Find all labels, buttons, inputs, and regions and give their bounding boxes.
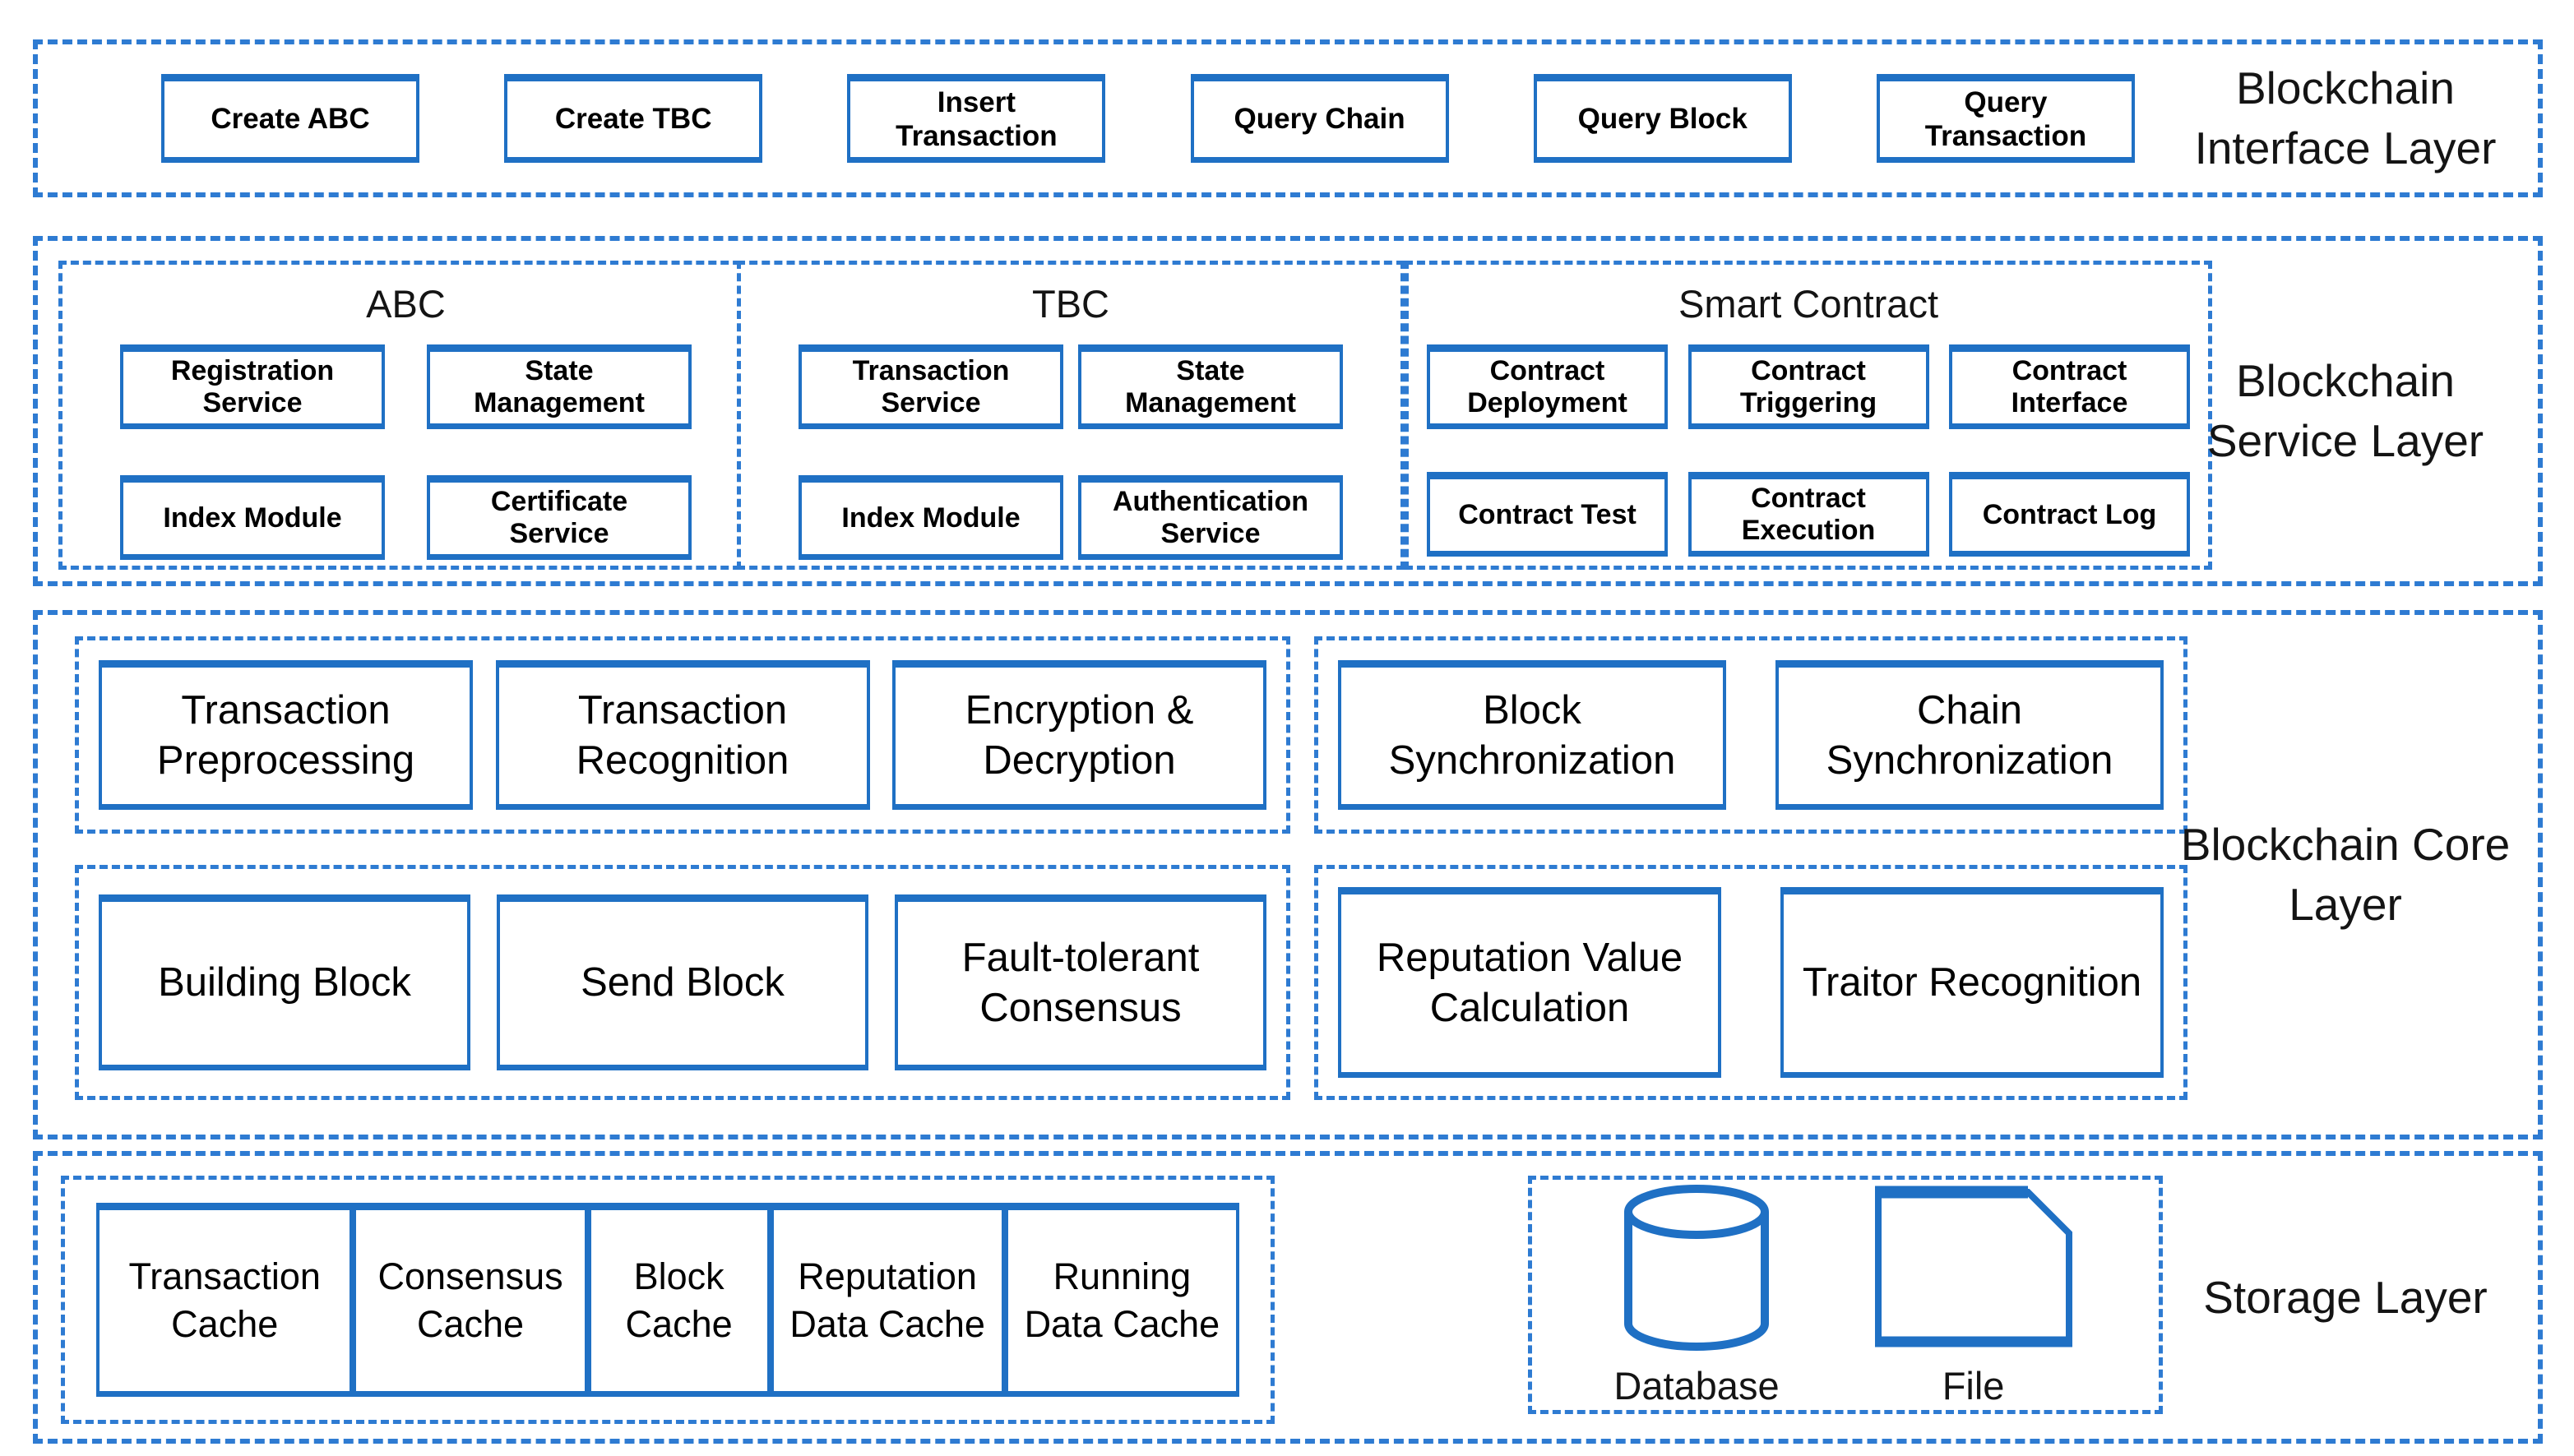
- box-block-synchronization: Block Synchronization: [1338, 660, 1726, 810]
- layer-label-storage: Storage Layer: [2203, 1271, 2488, 1323]
- layer-label-core: Blockchain Core Layer: [2180, 819, 2511, 930]
- layer-label-service: Blockchain Service Layer: [2206, 355, 2484, 466]
- box-transaction-recognition: Transaction Recognition: [495, 660, 870, 810]
- core-group-synchronization-row: Block Synchronization Chain Synchronizat…: [1318, 640, 2183, 830]
- box-create-abc: Create ABC: [161, 74, 419, 163]
- core-group-consensus: Building Block Send Block Fault-tolerant…: [75, 865, 1290, 1100]
- box-send-block: Send Block: [497, 894, 868, 1070]
- box-contract-deployment: Contract Deployment: [1427, 344, 1668, 429]
- layer-label-interface: Blockchain Interface Layer: [2194, 62, 2497, 173]
- group-title-tbc: TBC: [1032, 282, 1109, 326]
- storage-cache-group: Transaction Cache Consensus Cache Block …: [61, 1176, 1275, 1424]
- group-smart-contract: Smart Contract Contract Deployment Contr…: [1405, 261, 2212, 570]
- box-contract-log: Contract Log: [1949, 471, 2190, 557]
- layer-blockchain-service: ABC Registration Service State Managemen…: [33, 236, 2543, 586]
- box-building-block: Building Block: [99, 894, 470, 1070]
- group-tbc-grid: Transaction Service State Management Ind…: [741, 326, 1400, 560]
- group-smart-contract-grid: Contract Deployment Contract Triggering …: [1409, 326, 2208, 557]
- box-fault-tolerant-consensus: Fault-tolerant Consensus: [895, 894, 1266, 1070]
- box-tbc-state-management: State Management: [1078, 344, 1343, 429]
- box-consensus-cache: Consensus Cache: [353, 1203, 588, 1397]
- database-label: Database: [1613, 1363, 1780, 1407]
- box-contract-triggering: Contract Triggering: [1687, 344, 1929, 429]
- layer-blockchain-interface: Create ABC Create TBC Insert Transaction…: [33, 39, 2543, 197]
- layer-storage: Transaction Cache Consensus Cache Block …: [33, 1151, 2543, 1444]
- core-group-reputation: Reputation Value Calculation Traitor Rec…: [1314, 865, 2187, 1100]
- layer-blockchain-core: Transaction Preprocessing Transaction Re…: [33, 610, 2543, 1139]
- box-transaction-service: Transaction Service: [799, 344, 1063, 429]
- box-reputation-data-cache: Reputation Data Cache: [770, 1203, 1005, 1397]
- box-abc-state-management: State Management: [427, 344, 692, 429]
- box-create-tbc: Create TBC: [504, 74, 763, 163]
- group-abc-grid: Registration Service State Management In…: [62, 326, 749, 560]
- box-contract-interface: Contract Interface: [1949, 344, 2190, 429]
- box-chain-synchronization: Chain Synchronization: [1775, 660, 2164, 810]
- core-group-transaction-row: Transaction Preprocessing Transaction Re…: [79, 640, 1286, 830]
- group-abc: ABC Registration Service State Managemen…: [58, 261, 753, 570]
- box-traitor-recognition: Traitor Recognition: [1780, 887, 2164, 1078]
- box-block-cache: Block Cache: [587, 1203, 771, 1397]
- box-running-data-cache: Running Data Cache: [1004, 1203, 1240, 1397]
- box-transaction-preprocessing: Transaction Preprocessing: [99, 660, 473, 810]
- box-query-transaction: Query Transaction: [1876, 74, 2135, 163]
- file-icon: [1870, 1182, 2077, 1352]
- box-abc-index-module: Index Module: [120, 474, 385, 560]
- file-label: File: [1942, 1363, 2005, 1407]
- group-tbc: TBC Transaction Service State Management…: [737, 261, 1405, 570]
- media-database: Database: [1613, 1182, 1780, 1408]
- box-contract-test: Contract Test: [1427, 471, 1668, 557]
- storage-cache-row: Transaction Cache Consensus Cache Block …: [65, 1180, 1271, 1420]
- box-certificate-service: Certificate Service: [427, 474, 692, 560]
- storage-media-row: Database File: [1532, 1180, 2159, 1410]
- box-encryption-decryption: Encryption & Decryption: [892, 660, 1266, 810]
- box-tbc-index-module: Index Module: [799, 474, 1063, 560]
- box-query-block: Query Block: [1533, 74, 1792, 163]
- core-group-consensus-row: Building Block Send Block Fault-tolerant…: [79, 869, 1286, 1096]
- core-group-synchronization: Block Synchronization Chain Synchronizat…: [1314, 636, 2187, 834]
- box-reputation-value-calculation: Reputation Value Calculation: [1338, 887, 1721, 1078]
- media-file: File: [1870, 1182, 2077, 1408]
- group-title-abc: ABC: [366, 282, 446, 326]
- core-group-reputation-row: Reputation Value Calculation Traitor Rec…: [1318, 869, 2183, 1096]
- box-authentication-service: Authentication Service: [1078, 474, 1343, 560]
- interface-boxes-row: Create ABC Create TBC Insert Transaction…: [161, 44, 2135, 192]
- box-registration-service: Registration Service: [120, 344, 385, 429]
- database-icon: [1614, 1182, 1779, 1352]
- group-title-smart-contract: Smart Contract: [1678, 282, 1939, 326]
- box-transaction-cache: Transaction Cache: [96, 1203, 354, 1397]
- box-insert-transaction: Insert Transaction: [847, 74, 1106, 163]
- box-contract-execution: Contract Execution: [1687, 471, 1929, 557]
- core-group-transaction: Transaction Preprocessing Transaction Re…: [75, 636, 1290, 834]
- box-query-chain: Query Chain: [1190, 74, 1449, 163]
- storage-media-group: Database File: [1528, 1176, 2163, 1414]
